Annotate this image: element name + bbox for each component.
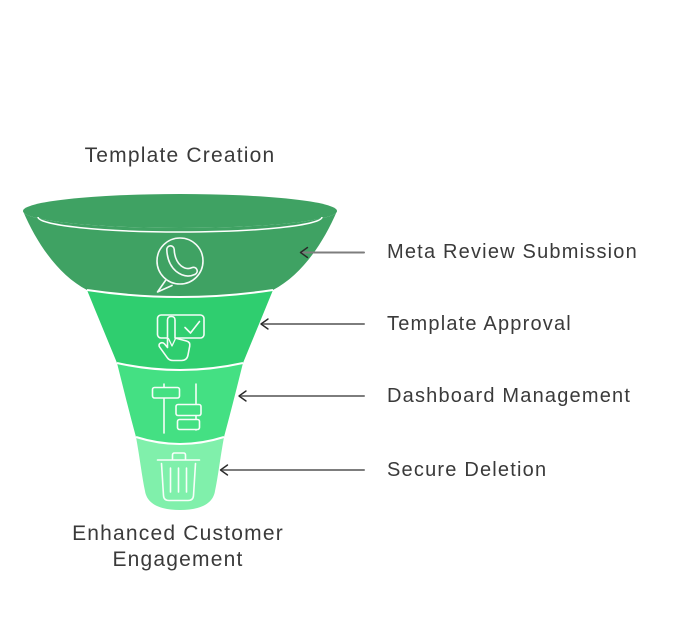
- finger-notch: [167, 337, 177, 347]
- funnel-separators: [86, 289, 274, 445]
- arrowhead: [299, 246, 309, 259]
- arrowhead: [238, 390, 247, 402]
- arrow-meta-review: [299, 246, 365, 259]
- funnel-stage-meta-review: [23, 211, 337, 297]
- whatsapp-bubble-tail: [156, 279, 173, 293]
- funnel-top-ellipse: [23, 194, 337, 228]
- arrow-secure-deletion: [219, 464, 365, 476]
- stage-label-dashboard: Dashboard Management: [387, 385, 632, 407]
- flow-sliders-icon: [151, 383, 202, 434]
- funnel-stage-secure-deletion: [136, 437, 224, 510]
- whatsapp-handset-inner: [167, 246, 197, 276]
- funnel-top-label: Template Creation: [84, 144, 276, 167]
- trash-handle: [171, 452, 187, 460]
- checkmark: [184, 320, 201, 334]
- funnel-stage-dashboard: [117, 363, 243, 444]
- stage-label-secure-deletion: Secure Deletion: [387, 459, 548, 481]
- separator-2: [116, 362, 244, 371]
- tap-finger-hand: [158, 315, 191, 362]
- separator-3: [135, 436, 225, 445]
- arrowhead: [219, 464, 229, 476]
- funnel-stage-template-approval: [87, 290, 273, 370]
- arrow-template-approval: [260, 318, 365, 330]
- funnel-bottom-label: Enhanced Customer Engagement: [72, 522, 284, 571]
- connector-arrows: [219, 246, 365, 476]
- separator-1: [86, 289, 274, 298]
- arrow-dashboard: [238, 390, 365, 402]
- trash-icon: [156, 452, 201, 502]
- stage-label-meta-review: Meta Review Submission: [387, 241, 638, 263]
- arrowhead: [260, 318, 269, 330]
- whatsapp-icon: [156, 237, 204, 293]
- stage-label-template-approval: Template Approval: [387, 313, 572, 335]
- trash-body: [160, 462, 197, 502]
- funnel-rim-line: [37, 216, 323, 233]
- tap-approve-icon: [156, 314, 205, 362]
